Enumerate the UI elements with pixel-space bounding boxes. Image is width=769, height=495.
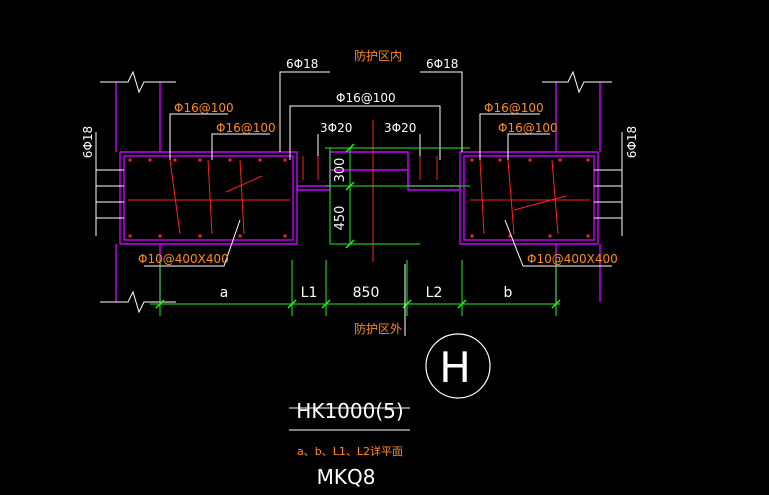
label-stirrup-left-1: Φ16@100 <box>174 101 234 115</box>
label-rebar-side-right: 6Φ18 <box>625 126 639 158</box>
annotations: 防护区内 防护区外 6Φ18 6Φ18 Φ16@100 Φ16@100 Φ16@… <box>138 48 618 458</box>
label-stirrup-right-1: Φ16@100 <box>484 101 544 115</box>
label-tie-right: Φ10@400X400 <box>527 252 618 266</box>
dim-l2: L2 <box>426 285 443 301</box>
drawing-title: HK1000(5) <box>296 399 403 423</box>
label-note: a、b、L1、L2详平面 <box>297 444 403 458</box>
dimension-ticks <box>155 143 561 309</box>
label-rebar-top-left: 6Φ18 <box>286 57 318 71</box>
label-stirrup-center: Φ16@100 <box>336 91 396 105</box>
label-bar-right: 3Φ20 <box>384 121 416 135</box>
label-inside-zone: 防护区内 <box>354 48 402 63</box>
section-mark-label: H <box>439 343 471 392</box>
dim-450: 450 <box>333 206 348 231</box>
label-stirrup-left-2: Φ16@100 <box>216 121 276 135</box>
dim-b: b <box>504 285 513 301</box>
label-tie-left: Φ10@400X400 <box>138 252 229 266</box>
label-rebar-top-right: 6Φ18 <box>426 57 458 71</box>
dim-850: 850 <box>353 285 380 301</box>
horizontal-dimensions: a L1 850 L2 b <box>220 285 513 301</box>
leader-lines <box>95 71 623 431</box>
wall-outline <box>115 82 601 302</box>
dim-300: 300 <box>333 158 348 183</box>
dim-l1: L1 <box>301 285 318 301</box>
rebar-dots <box>128 158 590 238</box>
label-stirrup-right-2: Φ16@100 <box>498 121 558 135</box>
label-outside-zone: 防护区外 <box>354 321 402 336</box>
section-mark: H <box>404 264 491 399</box>
label-bar-left: 3Φ20 <box>320 121 352 135</box>
label-rebar-side-left: 6Φ18 <box>81 126 95 158</box>
dim-a: a <box>220 285 229 301</box>
break-lines <box>100 70 612 314</box>
rebar-group <box>128 156 590 235</box>
drawing-code: MKQ8 <box>317 465 376 489</box>
